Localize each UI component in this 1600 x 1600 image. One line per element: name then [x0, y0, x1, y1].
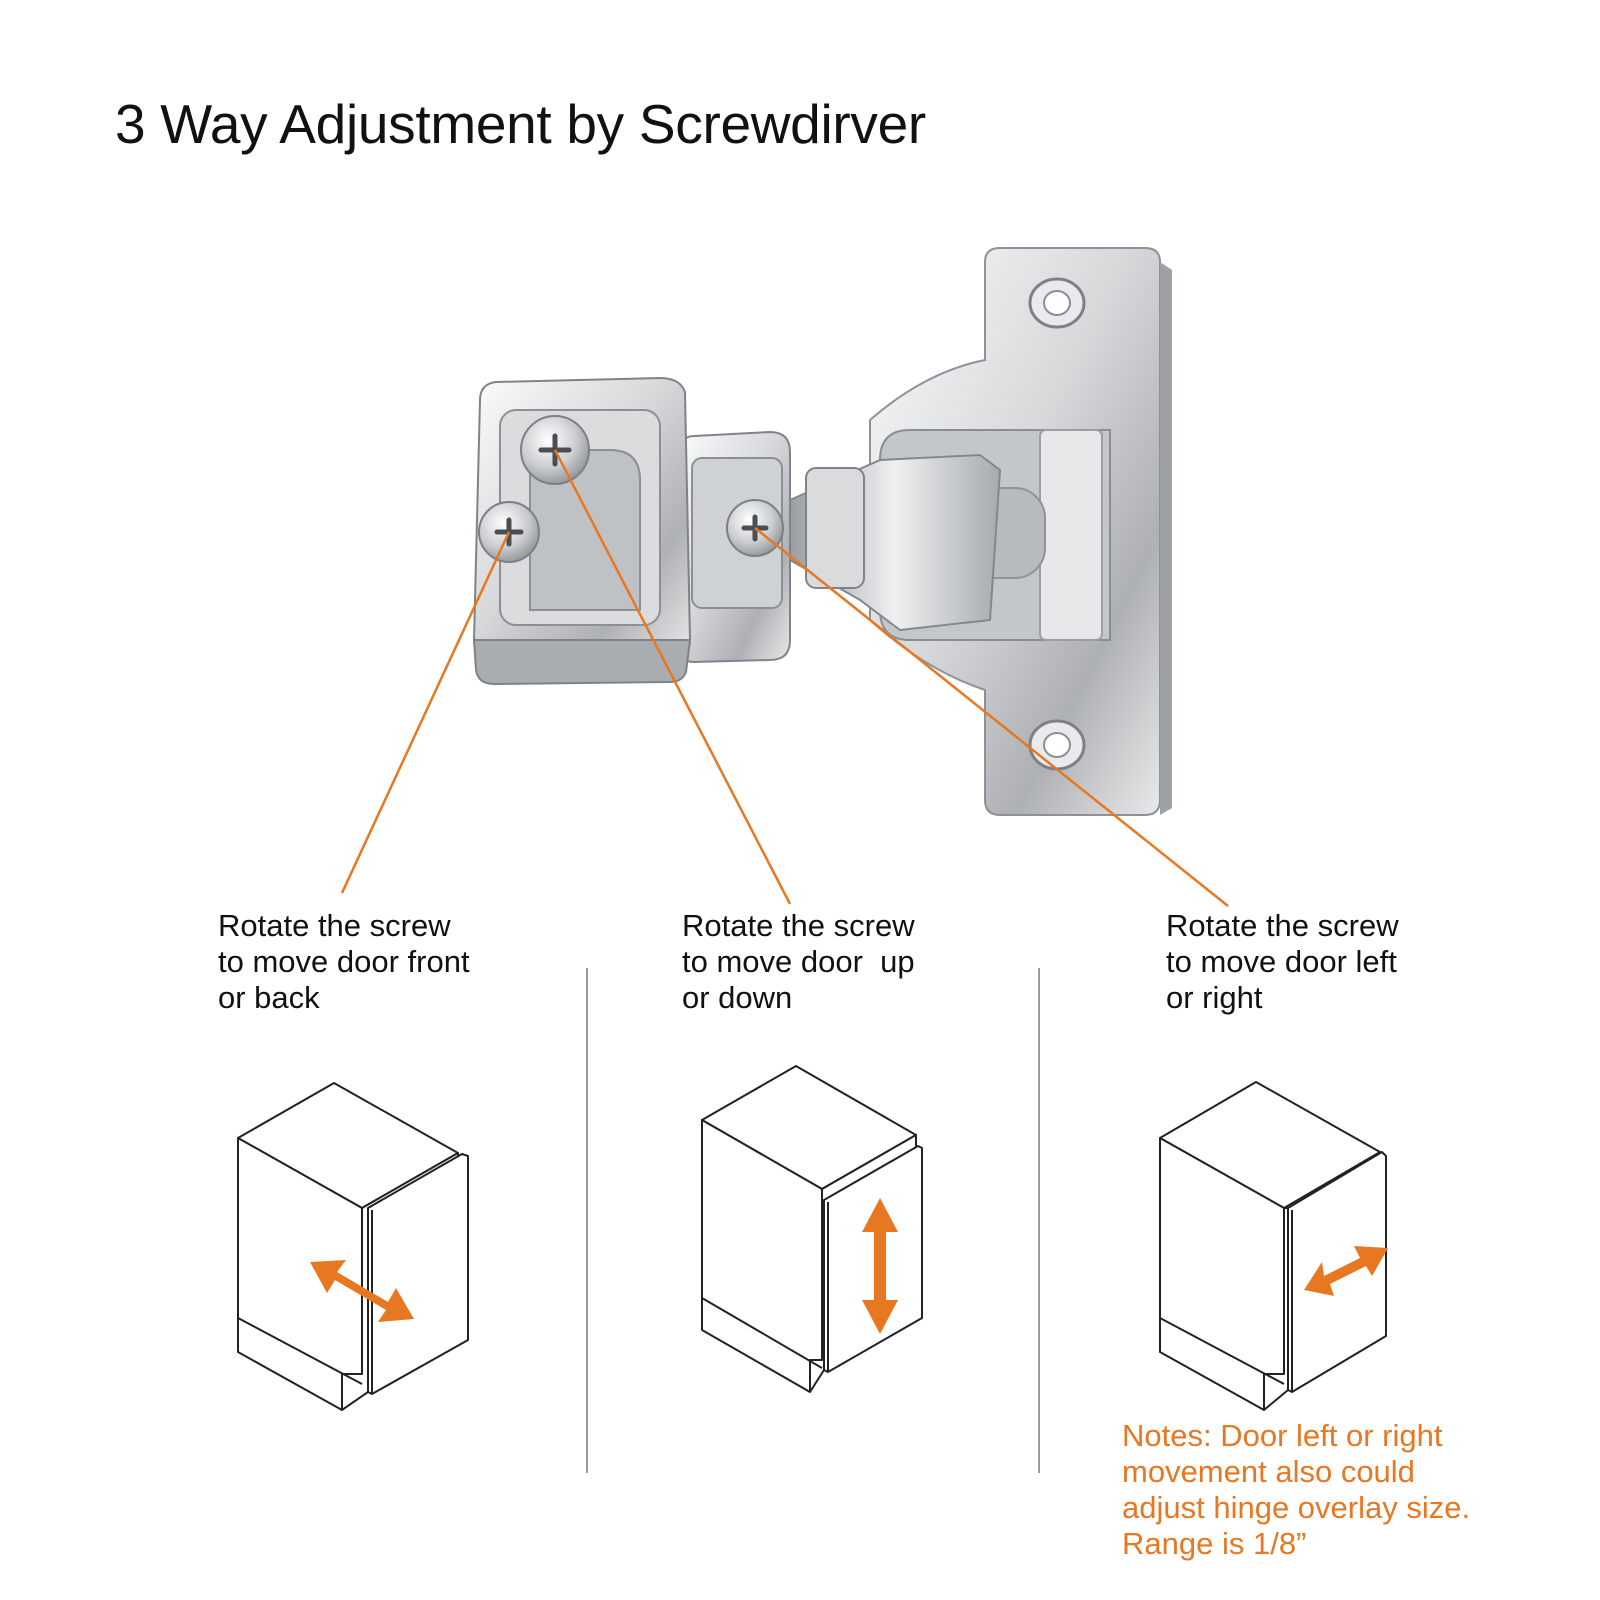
caption-left-right: Rotate the screw to move door left or ri…: [1166, 908, 1399, 1016]
caption-line: or back: [218, 980, 320, 1015]
divider-right: [1038, 968, 1040, 1473]
caption-line: to move door left: [1166, 944, 1397, 979]
notes-line: Range is 1/8”: [1122, 1526, 1307, 1561]
page-title: 3 Way Adjustment by Screwdirver: [115, 93, 926, 155]
caption-line: to move door up: [682, 944, 915, 979]
cabinet-left-right: [1159, 1081, 1387, 1411]
front-back-arrow: [310, 1260, 414, 1322]
notes-text: Notes: Door left or right movement also …: [1122, 1418, 1470, 1562]
caption-front-back: Rotate the screw to move door front or b…: [218, 908, 470, 1016]
leader-line-up-down: [553, 449, 792, 905]
leader-line-left-right: [754, 527, 1229, 907]
caption-line: Rotate the screw: [218, 908, 451, 943]
hinge-image: [472, 247, 1172, 816]
notes-line: adjust hinge overlay size.: [1122, 1490, 1471, 1525]
caption-line: to move door front: [218, 944, 470, 979]
caption-line: or down: [682, 980, 793, 1015]
caption-line: Rotate the screw: [1166, 908, 1399, 943]
caption-up-down: Rotate the screw to move door up or down: [682, 908, 915, 1016]
up-down-arrow: [862, 1198, 898, 1334]
hinge-arm: [789, 453, 1002, 632]
left-right-arrow: [1304, 1246, 1388, 1296]
divider-left: [586, 968, 588, 1473]
cabinet-front-back: [237, 1082, 469, 1411]
cabinet-up-down: [701, 1065, 923, 1393]
notes-line: Notes: Door left or right: [1122, 1418, 1443, 1453]
leader-line-front-back: [340, 531, 511, 894]
notes-line: movement also could: [1122, 1454, 1415, 1489]
caption-line: Rotate the screw: [682, 908, 915, 943]
caption-line: or right: [1166, 980, 1263, 1015]
